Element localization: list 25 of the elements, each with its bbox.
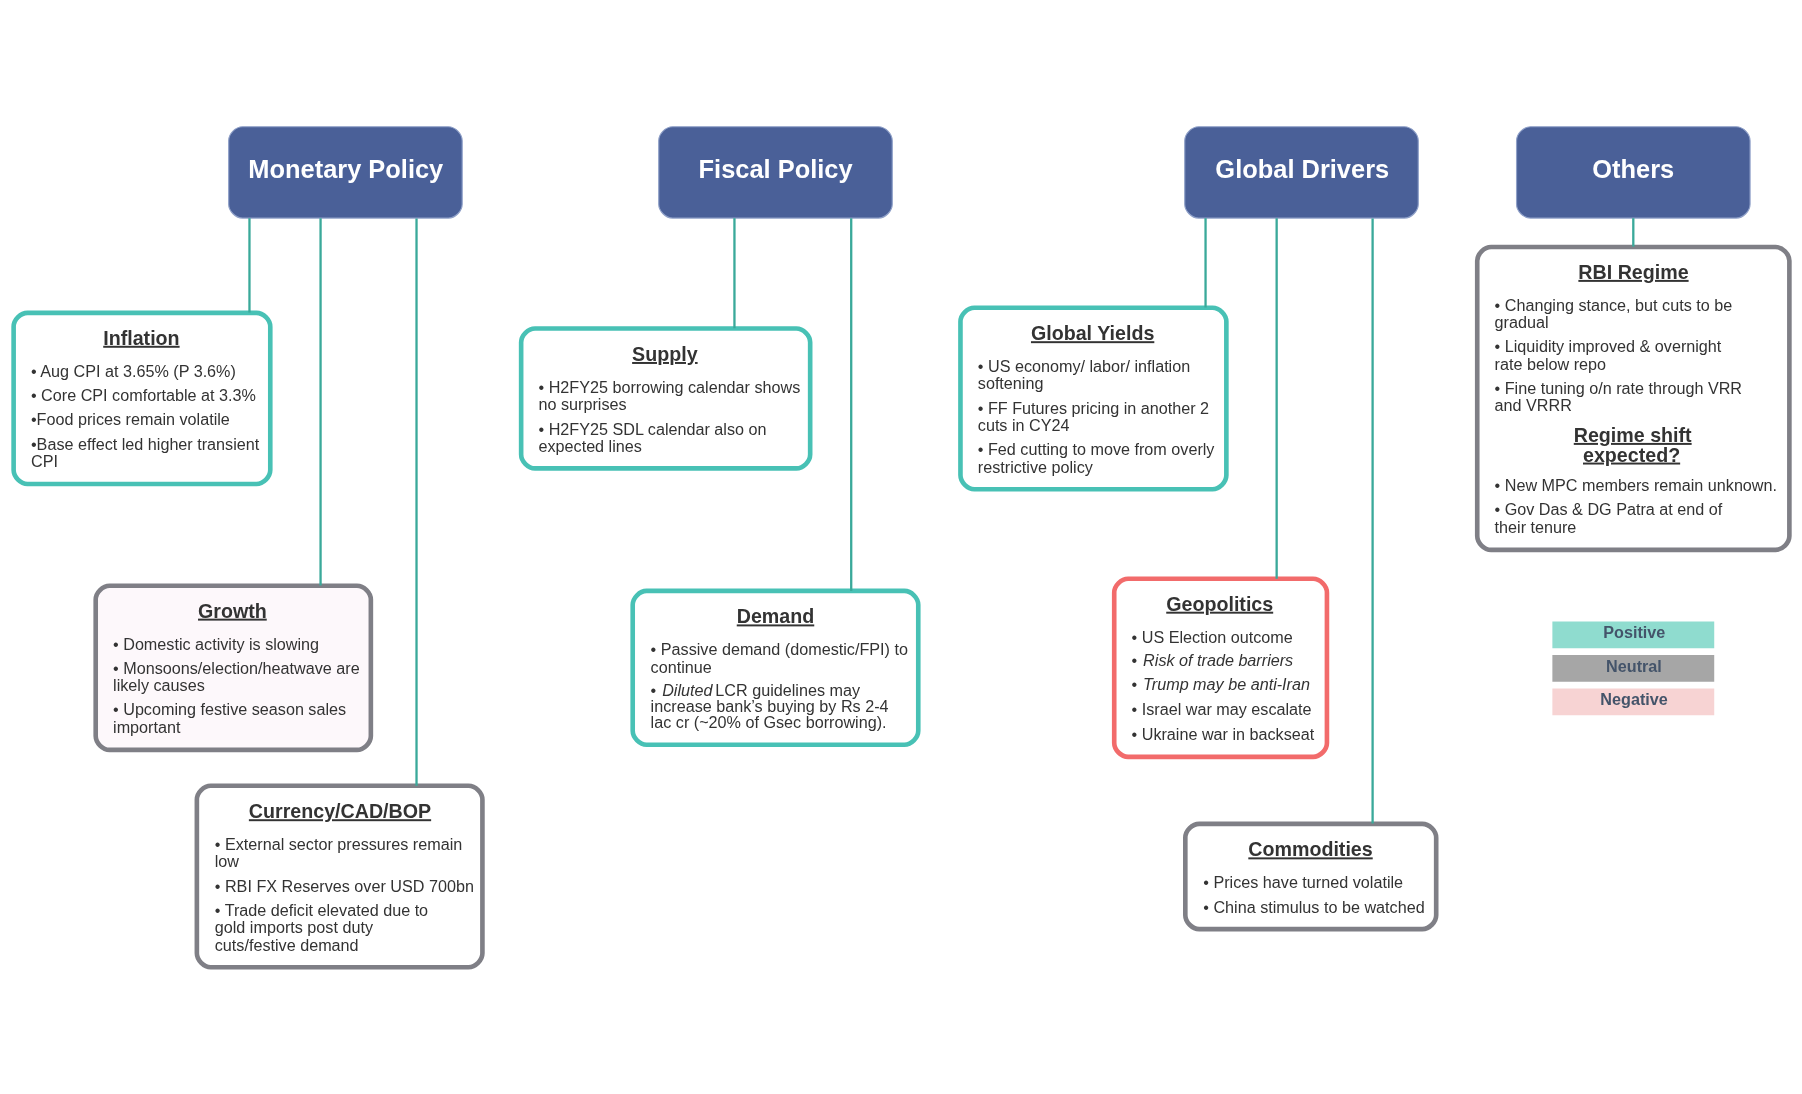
legend-label: Negative <box>1599 690 1668 709</box>
node-box: Global Yields • US economy/ labor/ inflation softening • FF Futures pricing in another 2 cuts in CY24 • Fed cutting to move from overly restrictive policy <box>957 305 1229 492</box>
connector <box>849 218 852 591</box>
node-box: Demand • Passive demand (domestic/FPI) to continue • Diluted LCR guidelines may increase bank’s buying by Rs 2-4 lac cr (~20% of Gsec borrowing). <box>629 588 921 747</box>
connector <box>247 218 251 313</box>
node-box: RBI Regime • Changing stance, but cuts to be gradual • Liquidity improved & overnight rate below repo • Fine tuning o/n rate through VRR and VRRR Regime shift expected? • New MPC members remain unknown. • Gov Das & DG Patra at end of their tenure <box>1474 244 1792 553</box>
legend-label: Positive <box>1602 622 1665 641</box>
node-box: Commodities • Prices have turned volatile • China stimulus to be watched <box>1182 821 1438 932</box>
connector <box>1631 218 1634 247</box>
node-box: Monetary Policy <box>227 126 463 219</box>
connector <box>318 218 322 586</box>
node-box: Fiscal Policy <box>657 126 893 219</box>
node-box: Supply • H2FY25 borrowing calendar shows no surprises • H2FY25 SDL calendar also on expected lines <box>518 326 812 471</box>
node-box: Geopolitics • US Election outcome • Risk of trade barriers • Trump may be anti-Iran • Israel war may escalate • Ukraine war in backseat <box>1111 576 1329 760</box>
connector <box>732 218 736 329</box>
connector <box>1370 218 1374 824</box>
connector <box>1203 218 1207 308</box>
node-box: Inflation • Aug CPI at 3.65% (P 3.6%) • Core CPI comfortable at 3.3% •Food prices remain volatile •Base effect led higher transient CPI <box>10 310 273 487</box>
node-box: Global Drivers <box>1183 126 1419 219</box>
connector <box>1275 218 1278 579</box>
node-box: Currency/CAD/BOP • External sector pressures remain low • RBI FX Reserves over USD 700bn • Trade deficit elevated due to gold imports post duty cuts/festive demand <box>194 783 485 970</box>
legend-label: Neutral <box>1605 656 1662 675</box>
connector <box>414 218 418 786</box>
node-box: Others <box>1515 126 1751 219</box>
node-box: Growth • Domestic activity is slowing • Monsoons/election/heatwave are likely causes • Upcoming festive season sales important <box>92 583 373 753</box>
